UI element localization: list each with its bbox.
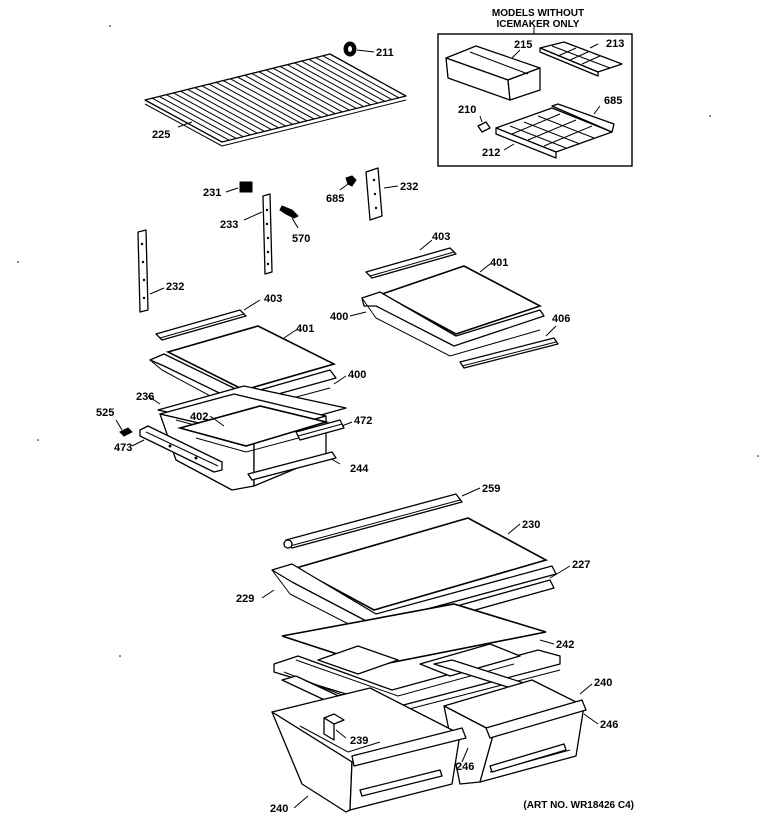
callout-403-left: 403 [264,293,282,305]
slide-rail-244-front [247,451,337,481]
screw-525 [119,427,133,437]
callout-570: 570 [292,233,310,245]
callout-406: 406 [552,313,570,325]
callout-401-right: 401 [490,257,508,269]
icemaker-inset-box [437,27,633,167]
callout-242: 242 [556,639,574,651]
callout-230: 230 [522,519,540,531]
wire-rod [294,62,371,106]
shelf-frame-400-right [361,291,545,357]
callout-525: 525 [96,407,114,419]
callout-246-right: 246 [600,719,618,731]
shelf-trim-403-right [365,247,457,279]
wire-rod [151,97,230,141]
wire-rod [287,64,364,108]
shelf-trim-403-left [155,309,247,341]
callout-212: 212 [482,147,500,159]
wire-rod [237,76,315,120]
wire-rod [315,57,393,100]
clip-210 [477,121,491,133]
wire-rod [251,73,329,116]
art-number: (ART NO. WR18426 C4) [523,800,634,811]
callout-400-right: 400 [330,311,348,323]
callout-227: 227 [572,559,590,571]
wire-rod [158,96,237,139]
shelf-trim-406 [459,337,559,369]
shelf-cap-211 [343,41,357,57]
wire-rod [187,88,265,132]
callout-213: 213 [606,38,624,50]
wire-rod [180,90,258,134]
slide-rail-473 [139,425,223,473]
wire-rod [215,81,294,125]
callout-225: 225 [152,129,170,141]
screw-685 [345,175,357,187]
wire-rod [166,94,244,138]
inset-heading-line1: MODELS WITHOUT [492,8,584,19]
callout-215: 215 [514,39,532,51]
callout-232-lower: 232 [166,281,184,293]
ice-tray-213 [539,41,623,77]
inset-heading-line2: ICEMAKER ONLY [497,19,580,30]
callout-233: 233 [220,219,238,231]
wire-rod [230,78,308,122]
callout-246-left: 246 [456,761,474,773]
callout-259: 259 [482,483,500,495]
screw-570 [279,205,299,219]
wire-rod [279,65,357,109]
callout-685-inset: 685 [604,95,622,107]
callout-685: 685 [326,193,344,205]
callout-229: 229 [236,593,254,605]
scan-specks [17,25,759,657]
rail-232-lower [137,229,149,313]
callout-401-left: 401 [296,323,314,335]
wire-rod [322,55,400,99]
drawer-divider-239 [323,713,345,741]
slide-rail-472 [295,419,345,441]
wire-rod [223,80,301,123]
wire-rod [272,67,350,111]
ice-bucket-support-212 [495,103,615,159]
callout-211: 211 [376,47,394,59]
glass-shelf-230 [293,517,549,611]
callout-240-left: 240 [270,803,288,815]
wire-rod [258,71,336,115]
callout-239: 239 [350,735,368,747]
rail-232-upper [365,167,383,221]
pan-cover-glass-402 [176,405,330,447]
callout-402: 402 [190,411,208,423]
callout-236: 236 [136,391,154,403]
callout-403-right: 403 [432,231,450,243]
wire-rod [244,74,322,118]
wire-rod [265,69,343,113]
wire-rod [301,60,378,104]
callout-473: 473 [114,442,132,454]
ice-bin-215 [445,45,541,101]
callout-240-right: 240 [594,677,612,689]
wire-rod [201,85,279,129]
shelf-trim-259 [283,493,463,549]
wire-rod [194,87,272,131]
callout-400-left: 400 [348,369,366,381]
callout-472: 472 [354,415,372,427]
callout-232-upper: 232 [400,181,418,193]
glass-shelf-401-right [380,265,543,335]
wire-rod [173,92,251,136]
rail-233 [262,193,273,275]
stop-231 [239,181,253,193]
crisper-drawer-240-left [271,687,467,813]
callout-244: 244 [350,463,369,475]
callout-231: 231 [203,187,221,199]
glass-shelf-401-left [165,325,337,391]
callout-210: 210 [458,104,476,116]
wire-rod [308,58,386,102]
wire-rod [208,83,286,127]
wire-shelf-225 [144,53,407,147]
